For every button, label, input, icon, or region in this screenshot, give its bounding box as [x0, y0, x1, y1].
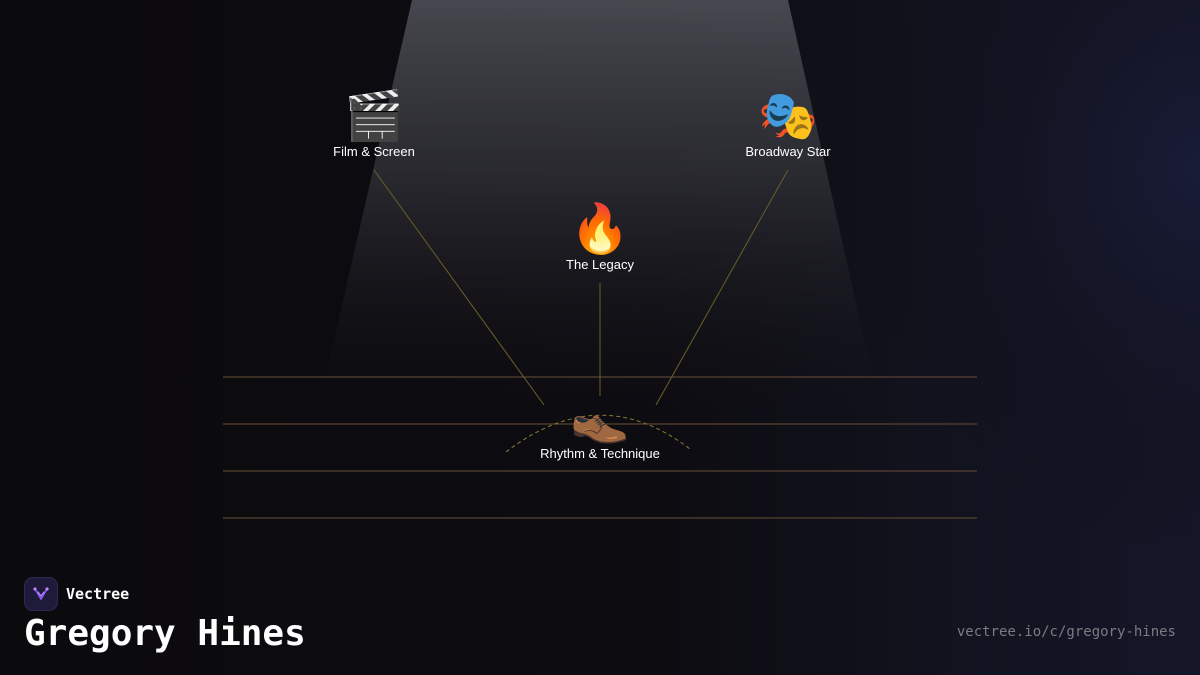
performing-arts-masks-icon: 🎭	[758, 88, 818, 144]
shoe-icon: 👞	[570, 390, 630, 446]
fire-icon: 🔥	[570, 201, 630, 257]
connector-broadway-rhythm	[655, 169, 789, 406]
node-label: Broadway Star	[745, 144, 831, 159]
node-label: The Legacy	[566, 257, 634, 272]
page-url[interactable]: vectree.io/c/gregory-hines	[956, 624, 1176, 640]
node-label: Rhythm & Technique	[540, 446, 660, 461]
spotlight-beam	[318, 0, 880, 410]
page-title: Gregory Hines	[24, 613, 306, 654]
clapper-board-icon: 🎬	[344, 88, 404, 144]
connector-film-rhythm	[373, 169, 545, 406]
node-broadway-star[interactable]: 🎭 Broadway Star	[698, 88, 878, 160]
node-rhythm-technique[interactable]: 👞 Rhythm & Technique	[510, 390, 690, 462]
stage-floor-lines	[223, 376, 977, 519]
node-the-legacy[interactable]: 🔥 The Legacy	[510, 201, 690, 273]
rhythm-arc	[505, 414, 691, 453]
node-film-screen[interactable]: 🎬 Film & Screen	[284, 88, 464, 160]
vectree-logo-icon	[24, 577, 58, 611]
brand[interactable]: Vectree	[24, 577, 129, 611]
connectors	[373, 169, 789, 406]
node-label: Film & Screen	[333, 144, 415, 159]
brand-name: Vectree	[66, 585, 130, 603]
